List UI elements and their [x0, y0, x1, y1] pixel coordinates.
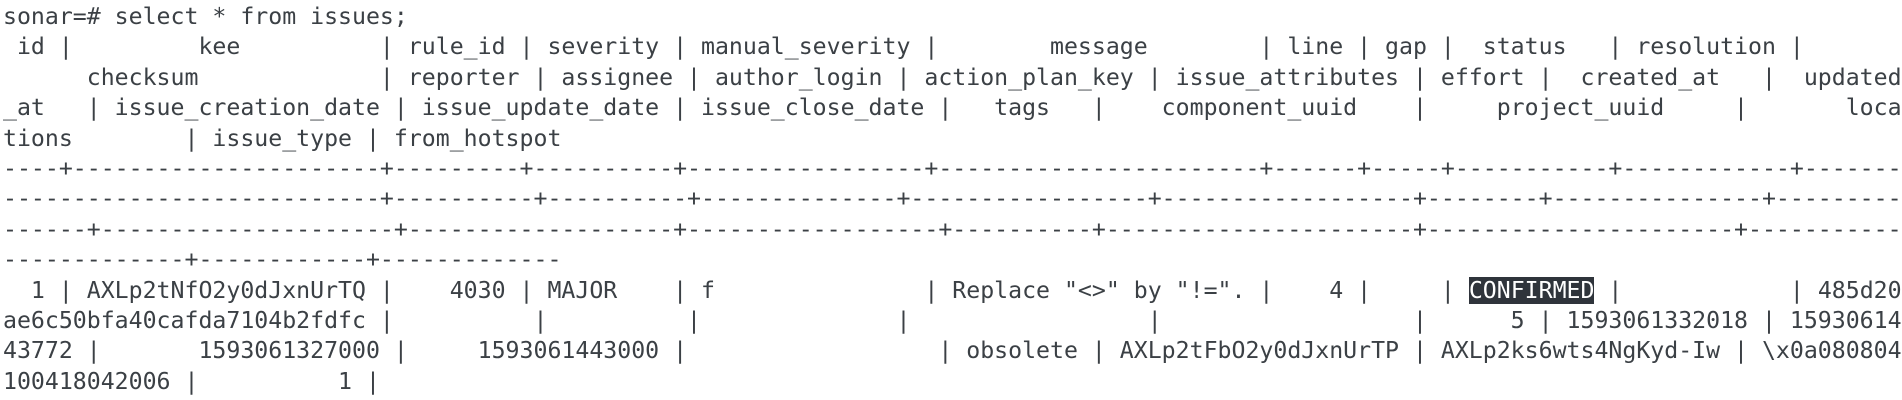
terminal-line: 100418042006 | 1 | — [3, 367, 1902, 397]
terminal-text: id | kee | rule_id | severity | manual_s… — [3, 33, 1804, 61]
terminal-text: sonar=# select * from issues; — [3, 3, 408, 30]
terminal-text: | | 485d20 — [1594, 276, 1902, 304]
terminal-line: checksum | reporter | assignee | author_… — [3, 63, 1902, 93]
search-highlight: CONFIRMED — [1468, 276, 1595, 304]
terminal-text: 43772 | 1593061327000 | 1593061443000 | … — [3, 337, 1902, 365]
terminal-text: -------------+------------+------------- — [3, 246, 562, 274]
terminal-line: tions | issue_type | from_hotspot — [3, 124, 1902, 154]
terminal-text: ----+----------------------+---------+--… — [3, 154, 1902, 182]
terminal-line: ae6c50bfa40cafda7104b2fdfc | | | | | | 5… — [3, 306, 1902, 336]
terminal-line: 1 | AXLp2tNfO2y0dJxnUrTQ | 4030 | MAJOR … — [3, 276, 1902, 306]
terminal-text: tions | issue_type | from_hotspot — [3, 124, 562, 152]
terminal-text: ae6c50bfa40cafda7104b2fdfc | | | | | | 5… — [3, 306, 1902, 334]
terminal-text: 1 | AXLp2tNfO2y0dJxnUrTQ | 4030 | MAJOR … — [3, 276, 1469, 304]
terminal-line: ------+---------------------+-----------… — [3, 215, 1902, 245]
terminal-text: _at | issue_creation_date | issue_update… — [3, 94, 1902, 122]
terminal-text: ---------------------------+----------+-… — [3, 185, 1902, 213]
terminal-text: checksum | reporter | assignee | author_… — [3, 63, 1902, 91]
terminal-line: sonar=# select * from issues; — [3, 2, 1902, 32]
terminal-text: 100418042006 | 1 | — [3, 367, 380, 395]
terminal-line: ----+----------------------+---------+--… — [3, 154, 1902, 184]
terminal-line: _at | issue_creation_date | issue_update… — [3, 93, 1902, 123]
terminal-line: -------------+------------+------------- — [3, 245, 1902, 275]
terminal-line: ---------------------------+----------+-… — [3, 184, 1902, 214]
terminal-line: id | kee | rule_id | severity | manual_s… — [3, 32, 1902, 62]
terminal-line: 43772 | 1593061327000 | 1593061443000 | … — [3, 336, 1902, 366]
terminal-text: ------+---------------------+-----------… — [3, 215, 1902, 243]
